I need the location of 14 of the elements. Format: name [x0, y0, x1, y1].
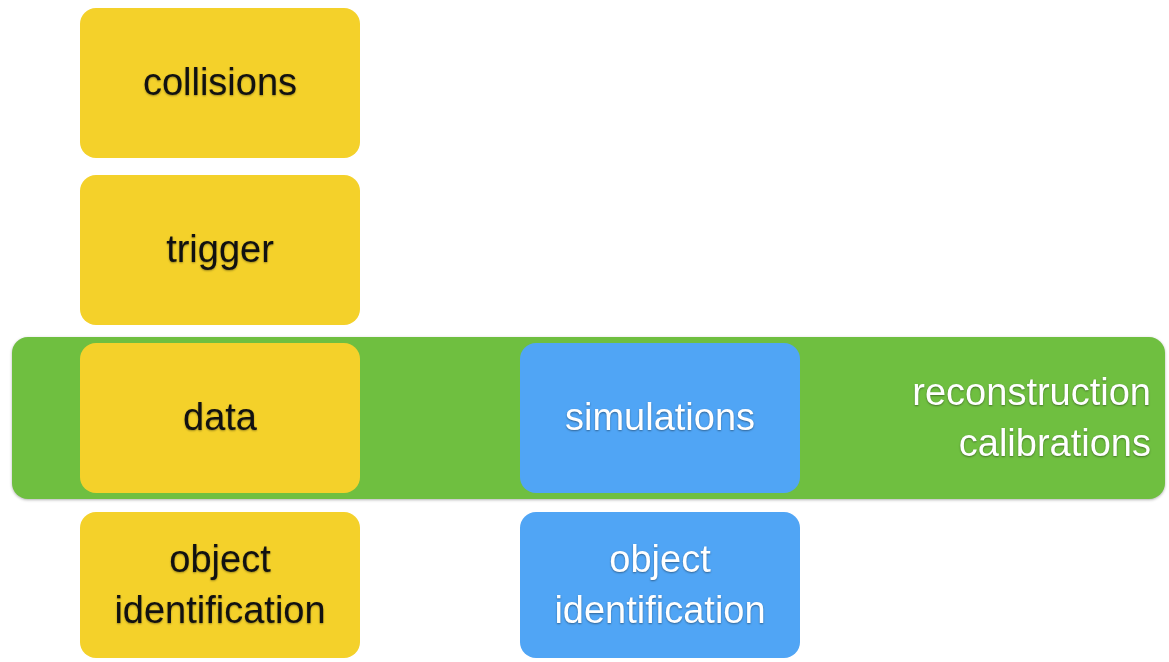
- process-box: [80, 343, 360, 493]
- process-box: [80, 8, 360, 158]
- box-label: object identification: [553, 536, 767, 633]
- box-label: reconstruction calibrations: [911, 369, 1151, 466]
- box-label: collisions: [142, 60, 298, 106]
- process-box: [80, 175, 360, 325]
- process-box: [520, 512, 800, 658]
- box-label: data: [183, 395, 257, 441]
- process-box: [80, 512, 360, 658]
- band: [12, 337, 1165, 499]
- process-box: [520, 343, 800, 493]
- box-label: simulations: [564, 395, 756, 441]
- box-label: trigger: [166, 227, 274, 273]
- box-label: object identification: [113, 536, 327, 633]
